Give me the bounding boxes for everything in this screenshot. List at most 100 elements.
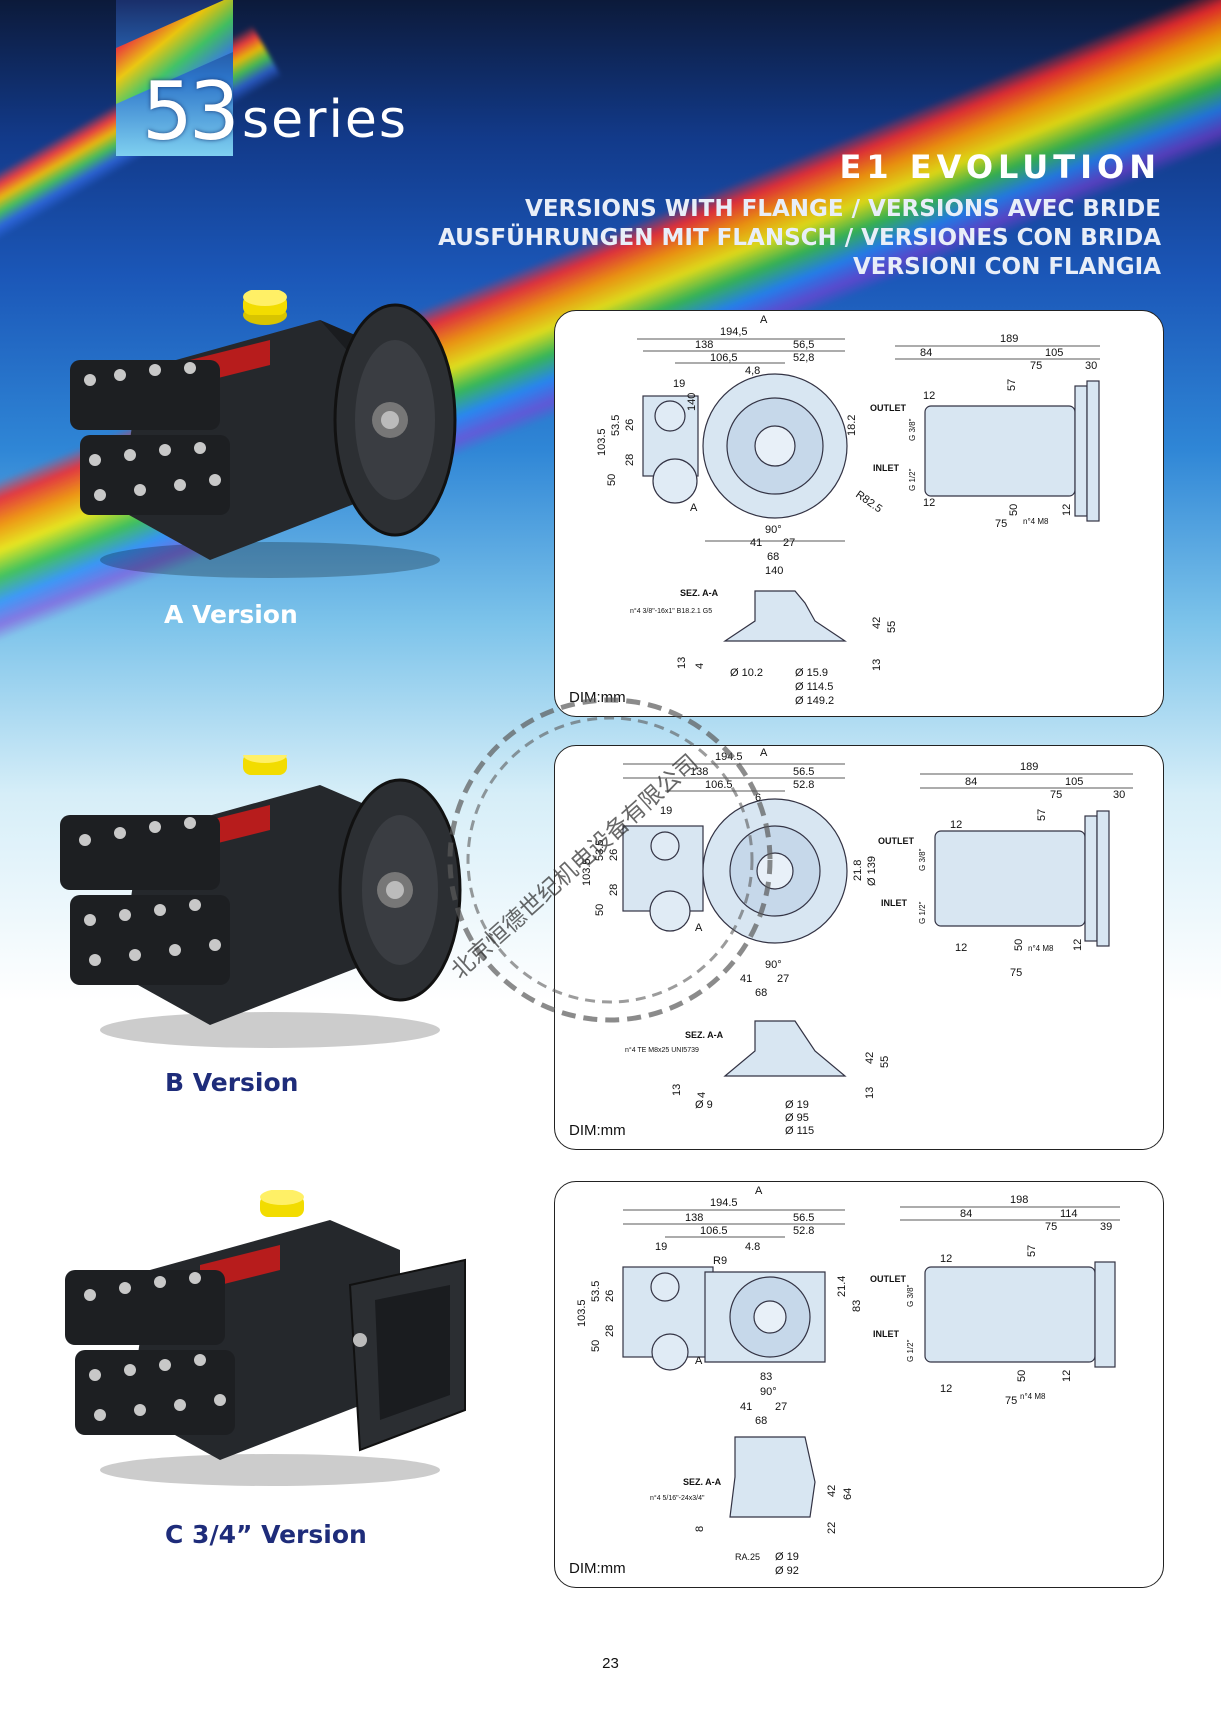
dim: 68: [755, 987, 767, 999]
dim: 12: [923, 390, 935, 402]
technical-drawing-panel-c: 194.5 138 106.5 56.5 52.8 4.8 19 R9 21.4…: [554, 1181, 1164, 1588]
dim: 50: [1016, 1370, 1028, 1382]
dim: 22: [826, 1522, 838, 1534]
technical-drawing-panel-b: 194.5 138 106.5 56.5 52.8 6 19 103.5 53.…: [554, 745, 1164, 1150]
dim: INLET: [873, 1329, 900, 1339]
technical-drawing-panel-a: 194,5 138 106,5 56,5 52,8 4,8 19 140 18.…: [554, 310, 1164, 717]
dim: 4.8: [745, 1241, 760, 1253]
dim: 13: [671, 1084, 683, 1096]
dim: Ø 114.5: [795, 681, 833, 693]
dim: 41: [750, 537, 762, 549]
dim: 75: [1030, 360, 1042, 372]
units-label: DIM:mm: [569, 1560, 626, 1577]
stamp-text: 北京恒德世纪机电设备有限公司: [446, 749, 703, 984]
dim: 53.5: [590, 1281, 602, 1302]
series-logo-word: series: [242, 90, 408, 150]
dim: Ø 95: [785, 1112, 809, 1124]
dim: 19: [673, 378, 685, 390]
dim: G 3/8": [908, 418, 917, 441]
dim: 4: [694, 663, 706, 669]
dim: 57: [1006, 379, 1018, 391]
dim: 90°: [765, 959, 782, 971]
dim: 75: [1005, 1395, 1017, 1407]
dim: G 1/2": [918, 901, 927, 924]
dim: 75: [1045, 1221, 1057, 1233]
dim: 4,8: [745, 365, 760, 377]
dim: 84: [920, 347, 932, 359]
subtitle-line: VERSIONS WITH FLANGE / VERSIONS AVEC BRI…: [525, 196, 1161, 222]
dim: 84: [960, 1208, 972, 1220]
version-label-c: C 3/4” Version: [165, 1520, 367, 1549]
dim: G 3/8": [906, 1284, 915, 1307]
dim: 30: [1085, 360, 1097, 372]
dim: 53.5: [610, 415, 622, 436]
dim: 114: [1060, 1208, 1078, 1220]
dim: 12: [955, 942, 967, 954]
dim: 28: [624, 454, 636, 466]
dim: 26: [604, 1290, 616, 1302]
dim: OUTLET: [878, 836, 914, 846]
dim: 52,8: [793, 352, 814, 364]
dim: 12: [940, 1253, 952, 1265]
dim: SEZ. A-A: [680, 588, 719, 598]
dim: n°4 3/8"-16x1" B18.2.1 G5: [630, 607, 712, 615]
dim: 12: [940, 1383, 952, 1395]
dim: R82.5: [853, 489, 884, 516]
dim: A: [755, 1185, 763, 1197]
dim: 198: [1010, 1194, 1028, 1206]
dim: SEZ. A-A: [685, 1030, 724, 1040]
dim: 27: [777, 973, 789, 985]
dim: 194.5: [710, 1197, 738, 1209]
dim: n°4 M8: [1020, 1392, 1046, 1401]
dim: 18.2: [846, 415, 858, 436]
subtitle-line: AUSFÜHRUNGEN MIT FLANSCH / VERSIONES CON…: [438, 225, 1161, 251]
dim: Ø 15.9: [795, 667, 828, 679]
dim: 55: [886, 621, 898, 633]
dim: n°4 TE M8x25 UNI5739: [625, 1046, 699, 1054]
section-view-b: [723, 1020, 847, 1077]
dim: 4: [696, 1092, 708, 1098]
pump-photo-c: [65, 1190, 466, 1486]
dim: 13: [864, 1087, 876, 1099]
dim: 56.5: [793, 1212, 814, 1224]
dim: 75: [1050, 789, 1062, 801]
dim: 12: [1072, 939, 1084, 951]
dim: 41: [740, 973, 752, 985]
dim: 140: [686, 393, 698, 411]
dim: 68: [767, 551, 779, 563]
section-view-a: [723, 590, 847, 642]
dim: 53.5: [594, 840, 606, 861]
dim: 138: [695, 339, 713, 351]
dim: n°4 M8: [1028, 944, 1054, 953]
dim: 75: [1010, 967, 1022, 979]
dim: RA.25: [735, 1552, 760, 1562]
dim: 42: [871, 617, 883, 629]
dim: 90°: [765, 524, 782, 536]
dim: n°4 5/16"-24x3/4": [650, 1494, 705, 1502]
dim: 194,5: [720, 326, 748, 338]
dim: Ø 10.2: [730, 667, 763, 679]
dimension-labels-c: 194.5 138 106.5 56.5 52.8 4.8 19 R9 21.4…: [576, 1185, 1112, 1577]
dim: n°4 M8: [1023, 517, 1049, 526]
dim: 140: [765, 565, 783, 577]
dim: 21.8: [852, 860, 864, 881]
version-label-b: B Version: [165, 1068, 299, 1097]
dim: Ø 19: [785, 1099, 809, 1111]
dim: 103.5: [576, 1299, 588, 1327]
dimension-labels-a: 194,5 138 106,5 56,5 52,8 4,8 19 140 18.…: [596, 314, 1097, 707]
dim: 64: [842, 1488, 854, 1500]
dim: 56,5: [793, 339, 814, 351]
dim: 41: [740, 1401, 752, 1413]
dim: A: [760, 314, 768, 326]
dim: 106,5: [710, 352, 738, 364]
dimension-lines-a: [637, 338, 1100, 542]
dimension-lines-b: [623, 763, 1133, 792]
dim: 138: [685, 1212, 703, 1224]
dim: 75: [995, 518, 1007, 530]
dim: 106.5: [700, 1225, 728, 1237]
dim: 52.8: [793, 779, 814, 791]
dim: 57: [1026, 1245, 1038, 1257]
dim: A: [690, 502, 698, 514]
series-logo-box: [116, 0, 233, 156]
dim: 194.5: [715, 751, 743, 763]
